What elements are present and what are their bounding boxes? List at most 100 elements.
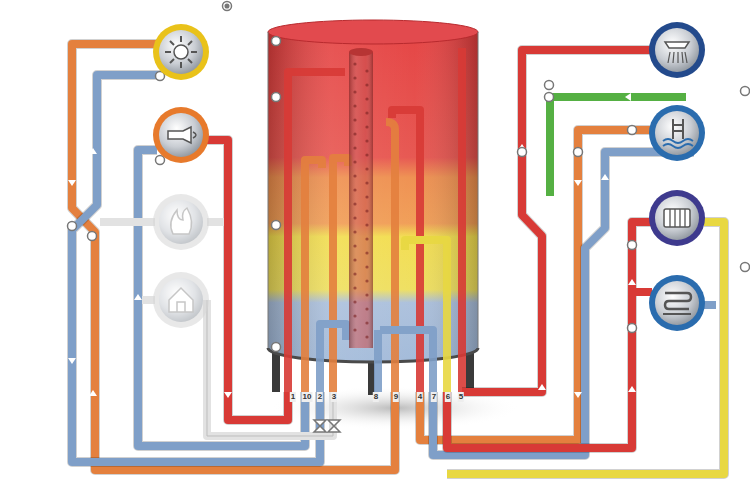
shower-icon-part <box>665 42 689 48</box>
heat-source-pipes-part <box>138 150 305 446</box>
perforation-hole <box>353 272 356 275</box>
stratification-tube-part <box>353 62 368 338</box>
floor-heating-icon <box>649 275 705 331</box>
heat-source-pipes-part <box>207 300 333 436</box>
perforation-hole <box>353 104 356 107</box>
consumer-pipes-part <box>447 222 652 448</box>
callout-wrap: 5 <box>458 385 464 403</box>
solar-collector-icon-part-part <box>165 51 171 53</box>
storage-tank-part <box>268 32 269 348</box>
perforation-hole <box>353 146 356 149</box>
wood-stove-icon <box>153 194 209 250</box>
internal-pipes <box>288 48 462 392</box>
perforation-hole <box>353 188 356 191</box>
sensor-dot-part <box>272 37 281 46</box>
flow-arrow-part <box>68 358 76 364</box>
consumer-pipes-part <box>462 50 652 392</box>
perforation-hole <box>365 223 368 226</box>
sensor-dot-part <box>328 420 340 432</box>
callout-number: 6 <box>445 392 451 402</box>
sensor-dot-part <box>68 222 77 231</box>
heat-pump-icon-part <box>177 302 185 312</box>
consumer-pipes-part <box>420 130 652 440</box>
shower-icon-part <box>655 28 699 72</box>
perforation-hole <box>353 230 356 233</box>
perforation-hole <box>353 118 356 121</box>
flow-arrow-part <box>68 180 76 186</box>
heat-source-pipes-part <box>207 300 333 436</box>
consumer-pipes-part <box>632 288 652 296</box>
radiator-icon-part <box>649 190 705 246</box>
radiator-icon-part-part <box>674 209 675 227</box>
sensor-dot-part <box>225 4 229 8</box>
oil-boiler-icon-part <box>159 113 203 157</box>
heat-source-pipes-part <box>138 150 305 446</box>
heat-source-pipes-part <box>207 140 288 420</box>
heat-source-pipes-part <box>207 140 288 420</box>
callout-wrap: 7 <box>431 385 437 403</box>
flow-arrow-part <box>574 180 582 186</box>
stratification-tube-part <box>349 48 373 56</box>
shower-icon-part-part <box>685 52 687 63</box>
heat-source-pipes-part <box>100 218 155 226</box>
callout-number: 4 <box>417 392 423 402</box>
solar-collector-icon-part-part <box>170 59 174 63</box>
flow-arrow-part <box>134 294 142 300</box>
flow-arrow-part <box>628 386 636 392</box>
perforation-hole <box>365 251 368 254</box>
internal-pipes-part <box>374 330 382 392</box>
flow-arrow-part <box>574 392 582 398</box>
consumer-pipes-part <box>462 50 652 392</box>
shower-icon-part-part <box>668 52 670 63</box>
consumer-pipes-part <box>447 222 652 448</box>
shower-icon-part-part <box>673 52 674 63</box>
heat-source-pipes-part <box>72 44 395 470</box>
solar-collector-icon-part <box>153 24 209 80</box>
flow-arrow-part <box>625 93 631 101</box>
heat-source-pipes-part <box>72 75 320 462</box>
shower-icon-part-part <box>682 52 683 63</box>
perforation-hole <box>365 321 368 324</box>
sensor-dot-part <box>156 156 165 165</box>
tank-base-part <box>272 350 280 392</box>
flow-arrow-part <box>575 71 581 79</box>
flow-arrow-part <box>628 279 636 285</box>
storage-tank-part <box>268 20 478 44</box>
perforation-hole <box>353 216 356 219</box>
perforation-hole <box>353 244 356 247</box>
internal-pipes-part <box>405 240 447 392</box>
solar-collector-icon-part <box>174 45 188 59</box>
perforation-hole <box>353 76 356 79</box>
solar-collector-icon-part-part <box>188 59 192 63</box>
sensor-dot-part <box>518 148 527 157</box>
shower-icon-part <box>668 52 687 63</box>
perforation-hole <box>365 125 368 128</box>
perforation-hole <box>353 160 356 163</box>
wood-stove-icon-part <box>171 208 192 234</box>
solar-collector-icon-part-part <box>191 51 197 53</box>
consumer-pipes-part <box>447 222 724 474</box>
solar-collector-icon-part-part <box>180 62 182 68</box>
tank-base-part <box>466 350 474 392</box>
flow-arrow-part <box>538 384 546 390</box>
perforation-hole <box>353 90 356 93</box>
callout-number: 2 <box>317 392 323 402</box>
heat-source-pipes-part <box>72 44 395 470</box>
callout-wrap: 2 <box>317 385 323 403</box>
perforation-hole <box>365 237 368 240</box>
heat-pump-icon-part <box>169 288 193 312</box>
shower-icon-part <box>649 22 705 78</box>
sensor-dot-part <box>545 93 554 102</box>
consumer-pipes <box>420 50 724 474</box>
perforation-hole <box>365 167 368 170</box>
perforation-hole <box>353 314 356 317</box>
radiator-icon-part-part <box>679 209 680 227</box>
callout-number: 8 <box>373 392 379 402</box>
solar-collector-icon-part <box>165 36 197 68</box>
shower-icon <box>649 22 705 78</box>
callout-number: 1 <box>290 392 296 402</box>
callout-number: 10 <box>302 392 313 402</box>
